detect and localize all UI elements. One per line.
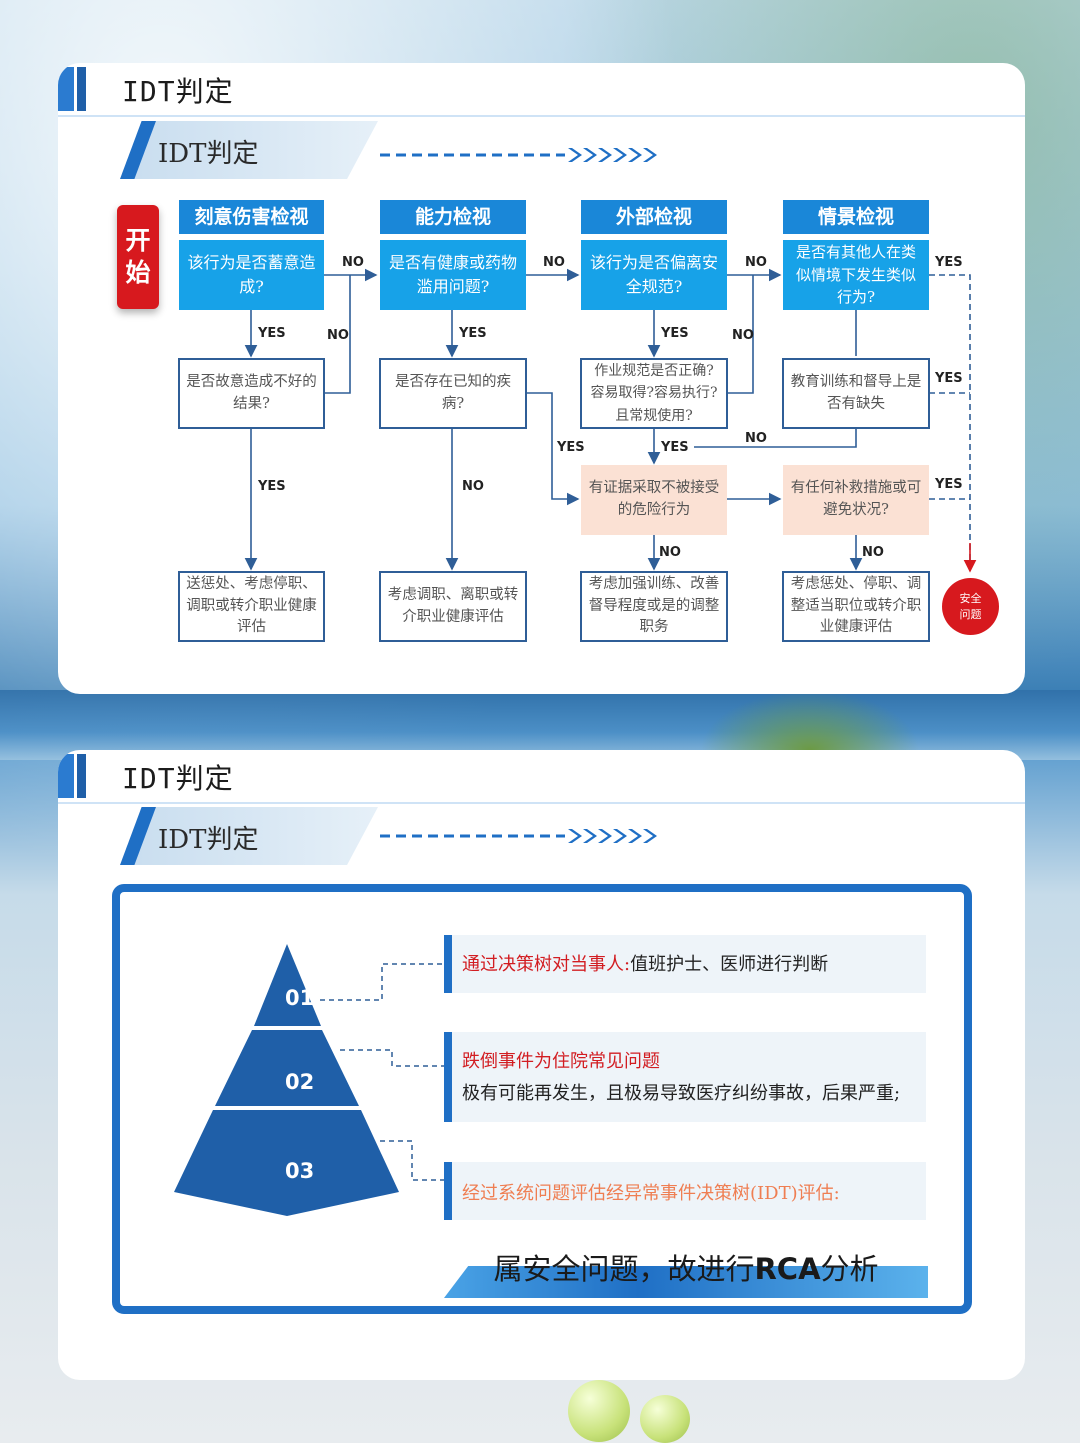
background-plant	[700, 690, 920, 750]
header-external: 外部检视	[581, 200, 727, 234]
background-grape	[640, 1395, 690, 1443]
label-no: NO	[745, 255, 767, 270]
label-yes: YES	[935, 255, 963, 270]
label-yes: YES	[935, 371, 963, 386]
end-situational: 考虑惩处、停职、调整适当职位或转介职业健康评估	[782, 571, 930, 642]
pyramid-label-02: 02	[285, 1070, 315, 1094]
start-label: 开	[125, 225, 151, 255]
header-accent-bar	[58, 67, 74, 111]
header-accent-bar	[77, 67, 86, 111]
conclusion-band	[444, 1266, 928, 1298]
info-item-2-text: 极有可能再发生，且极易导致医疗纠纷事故，后果严重;	[462, 1082, 901, 1104]
mid-ability: 是否存在已知的疾病?	[379, 358, 527, 429]
card-header: IDT判定	[58, 63, 1025, 117]
label-no: NO	[745, 431, 767, 446]
sub-header: IDT判定	[120, 121, 378, 179]
label-no: NO	[327, 328, 349, 343]
pyramid-label-03: 03	[285, 1159, 315, 1183]
label-no: NO	[462, 479, 484, 494]
header-accent-bar	[77, 754, 86, 798]
info-item-2-highlight: 跌倒事件为住院常见问题	[462, 1051, 660, 1072]
mid-intentional: 是否故意造成不好的结果?	[178, 358, 325, 429]
safe-label: 安全	[959, 592, 982, 606]
header-accent-bar	[58, 754, 74, 798]
pink-external: 有证据采取不被接受的危险行为	[581, 465, 727, 535]
conclusion-part: 属安全问题，故进行	[493, 1252, 755, 1286]
pyramid-level-01	[254, 944, 321, 1026]
pink-situational: 有任何补救措施或可避免状况?	[783, 465, 929, 535]
sub-header: IDT判定	[120, 807, 378, 865]
label-no: NO	[342, 255, 364, 270]
question-situational: 是否有其他人在类似情境下发生类似行为?	[783, 240, 929, 310]
section-title: IDT判定	[122, 75, 234, 108]
info-item-3-highlight: 经过系统问题评估经异常事件决策树(IDT)评估:	[462, 1183, 840, 1204]
pyramid-level-02	[215, 1030, 359, 1106]
section-title: IDT判定	[122, 762, 234, 795]
info-item-1: 通过决策树对当事人:值班护士、医师进行判断	[444, 935, 926, 993]
mid-situational: 教育训练和督导上是否有缺失	[782, 358, 930, 429]
info-item-1-text: 值班护士、医师进行判断	[630, 954, 829, 975]
pyramid-frame	[112, 884, 972, 1314]
label-no: NO	[659, 545, 681, 560]
end-external: 考虑加强训练、改善督导程度或是的调整职务	[580, 571, 728, 642]
safety-issue-node: 安全 问题	[942, 578, 999, 635]
sub-header-band	[120, 121, 378, 179]
label-no: NO	[543, 255, 565, 270]
info-item-2: 跌倒事件为住院常见问题 极有可能再发生，且极易导致医疗纠纷事故，后果严重;	[444, 1032, 926, 1122]
start-label: 始	[125, 258, 151, 287]
label-yes: YES	[557, 440, 585, 455]
info-item-3: 经过系统问题评估经异常事件决策树(IDT)评估:	[444, 1162, 926, 1220]
label-yes: YES	[258, 479, 286, 494]
header-situational: 情景检视	[783, 200, 929, 234]
start-block: 开 始	[117, 205, 159, 309]
label-no: NO	[862, 545, 884, 560]
conclusion-text: 属安全问题，故进行RCA分析	[444, 1246, 928, 1288]
end-intentional: 送惩处、考虑停职、调职或转介职业健康评估	[178, 571, 325, 642]
conclusion-part: 分析	[820, 1252, 879, 1286]
pyramid-graphic	[174, 944, 444, 1216]
label-yes: YES	[661, 440, 689, 455]
conclusion-rca: RCA	[754, 1252, 821, 1286]
label-yes: YES	[935, 477, 963, 492]
label-yes: YES	[258, 326, 286, 341]
safe-label: 问题	[959, 607, 982, 621]
label-yes: YES	[459, 326, 487, 341]
card-header: IDT判定	[58, 750, 1025, 804]
mid-external: 作业规范是否正确?容易取得?容易执行?且常规使用?	[580, 358, 728, 429]
label-no: NO	[732, 328, 754, 343]
question-ability: 是否有健康或药物滥用问题?	[380, 240, 526, 310]
pyramid-level-03	[174, 1110, 399, 1216]
question-intentional: 该行为是否蓄意造成?	[179, 240, 324, 310]
sub-title: IDT判定	[158, 139, 259, 169]
idt-flowchart-card: IDT判定 IDT判定 开 始	[58, 63, 1025, 694]
dashed-arrow-decoration	[380, 829, 657, 843]
sub-header-band	[120, 807, 378, 865]
header-ability: 能力检视	[380, 200, 526, 234]
idt-pyramid-card: IDT判定 IDT判定 01 02 03 通过决策树对当事人:值班护士、医师进行…	[58, 750, 1025, 1380]
label-yes: YES	[661, 326, 689, 341]
flow-connectors	[244, 268, 977, 573]
end-ability: 考虑调职、离职或转介职业健康评估	[379, 571, 527, 642]
pyramid-label-01: 01	[285, 986, 315, 1010]
question-external: 该行为是否偏离安全规范?	[581, 240, 727, 310]
background-grape	[568, 1380, 630, 1442]
header-intentional: 刻意伤害检视	[179, 200, 324, 234]
dashed-arrow-decoration	[380, 148, 657, 162]
info-item-1-highlight: 通过决策树对当事人:	[462, 954, 631, 975]
sub-title: IDT判定	[158, 825, 259, 855]
